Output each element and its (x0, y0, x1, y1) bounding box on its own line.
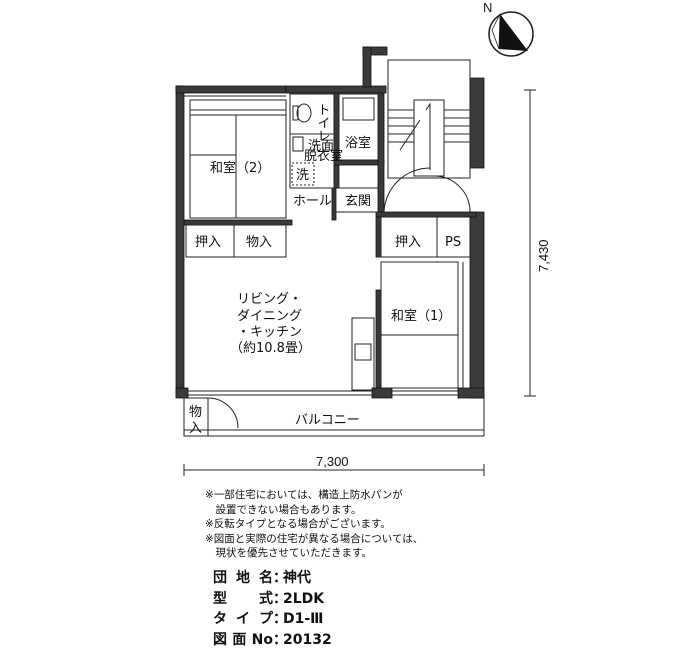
wall-right-upper (469, 77, 485, 169)
info-row-complex: 団地名：神代 (213, 568, 473, 589)
compass-needle (499, 14, 528, 51)
interior-lines (183, 59, 536, 476)
property-info: 団地名：神代 型式：2LDK タイプ：D1-Ⅲ 図面No：20132 (213, 568, 473, 650)
label-washroom: 洗面脱衣室 (304, 139, 343, 164)
wall-bottom-right2 (457, 387, 485, 399)
wall-bottom-left (175, 387, 189, 399)
info-colon: ： (273, 611, 287, 627)
entrance-door-arc (383, 167, 431, 213)
label-washitsu2: 和室（2） (210, 160, 270, 176)
toilet-bowl (296, 103, 312, 123)
wall-wr1-top (375, 211, 477, 218)
label-entrance: 玄関 (345, 194, 371, 209)
note-line: ※図面と実際の住宅が異なる場合については、 (205, 532, 424, 545)
washitsu2-floor (189, 99, 287, 219)
info-colon: ： (273, 590, 287, 607)
wall-toilet-right (333, 92, 340, 189)
info-value: 20132 (283, 631, 332, 648)
wall-wr1-left2 (375, 289, 382, 389)
sink (292, 136, 304, 152)
info-value: 神代 (283, 570, 311, 586)
wall-ldk-top (183, 219, 293, 226)
label-hall: ホール (293, 194, 332, 209)
wall-stair-left (362, 46, 372, 88)
label-ldk-line1: リビング・ (237, 292, 302, 307)
stair-shaft (387, 59, 471, 179)
floor-plan: N (175, 0, 551, 476)
label-storage-balcony-2: 入 (189, 421, 202, 436)
label-ldk-line3: ・キッチン (237, 325, 302, 340)
stair-break (399, 119, 421, 151)
label-bath: 浴室 (345, 135, 371, 151)
washer-pan (291, 162, 315, 186)
balcony-door-arc (207, 397, 239, 429)
bath-room (338, 93, 379, 161)
label-washer: 洗 (296, 168, 309, 183)
toilet-tank (292, 105, 299, 121)
label-storage-balcony-1: 物 (189, 405, 202, 420)
info-label: 団地名 (213, 570, 273, 586)
info-value: D1-Ⅲ (283, 611, 324, 627)
notes: ※一部住宅においては、構造上防水パンが 設置できない場合もあります。 ※反転タイ… (205, 488, 505, 561)
wall-right-mid (469, 211, 485, 399)
wall-entrance (377, 92, 385, 214)
info-row-type: 型式：2LDK (213, 589, 473, 610)
note-line: ※一部住宅においては、構造上防水パンが (205, 489, 403, 501)
label-oshiire-left: 押入 (195, 235, 221, 250)
wall-top-left (175, 85, 287, 94)
note-line: 現状を優先させていただきます。 (205, 547, 372, 559)
compass-circle (488, 11, 534, 57)
bathtub (342, 97, 375, 121)
compass-north-label: N (483, 0, 492, 15)
label-toilet: トイレ (315, 103, 330, 142)
label-oshiire-right: 押入 (395, 235, 421, 250)
label-balcony: バルコニー (295, 413, 360, 428)
label-washitsu1: 和室（1） (391, 308, 451, 324)
label-ldk-line2: ダイニング (237, 309, 302, 324)
compass-needle-light (491, 13, 501, 50)
note-line: ※反転タイプとなる場合がございます。 (205, 518, 391, 530)
balcony-storage (183, 397, 209, 437)
stair-core (413, 99, 445, 177)
info-colon: ： (273, 631, 287, 648)
info-label: 図面No (213, 631, 273, 648)
kitchen-sink (354, 343, 372, 361)
info-row-drawing-no: 図面No：20132 (213, 630, 473, 650)
info-label: 型式 (213, 590, 273, 607)
wall-wr1-left (375, 216, 382, 258)
note-line: 設置できない場合もあります。 (205, 503, 362, 516)
wall-hall-right (331, 187, 337, 221)
dim-depth-label: 7,430 (536, 239, 551, 272)
label-monoire-left: 物入 (246, 235, 272, 250)
compass: N (483, 0, 534, 57)
dim-width-label: 7,300 (316, 454, 349, 469)
kitchen-counter (351, 317, 375, 391)
label-ps: PS (445, 235, 461, 250)
neighbor-door-arc (433, 175, 471, 213)
info-colon: ： (273, 570, 287, 586)
wall-bottom-right (371, 387, 393, 399)
label-ldk-line4: （約10.8畳） (230, 341, 311, 356)
stair-arrow (425, 102, 431, 170)
info-value: 2LDK (283, 590, 325, 607)
washitsu1-floor (380, 261, 459, 389)
wall-left (175, 85, 185, 397)
info-label: タイプ (213, 611, 273, 627)
info-row-variant: タイプ：D1-Ⅲ (213, 609, 473, 630)
